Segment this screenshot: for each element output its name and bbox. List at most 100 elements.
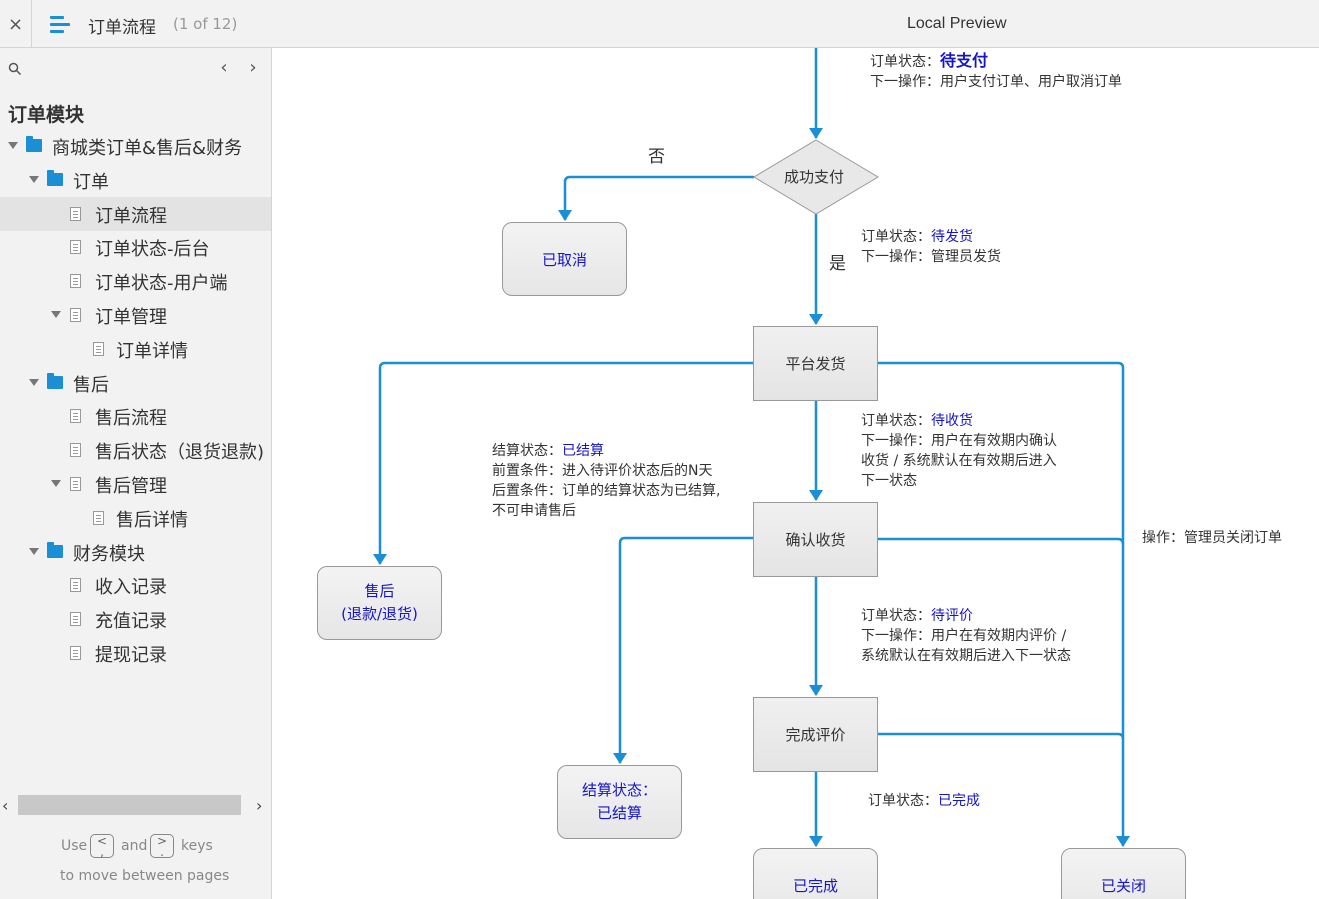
sidebar-item-label: 售后管理 (95, 476, 167, 497)
connector-settle (613, 536, 754, 764)
menu-icon[interactable] (48, 14, 72, 34)
connector-confirm-close (877, 537, 1125, 545)
settled-line1: 结算状态： (581, 781, 657, 799)
prev-key-icon: <, (90, 834, 114, 858)
module-title: 订单模块 (8, 104, 85, 126)
settled-line2: 已结算 (596, 804, 642, 822)
page-icon (70, 443, 81, 458)
sidebar-item-label: 订单管理 (95, 307, 167, 328)
sidebar: ‹ › 订单模块 商城类订单&售后&财务订单订单流程订单状态-后台订单状态-用户… (0, 48, 272, 899)
aftersale-line1: 售后 (364, 582, 395, 600)
sidebar-item[interactable]: 售后状态（退货退款) (0, 433, 271, 467)
sidebar-item-label: 财务模块 (73, 543, 145, 565)
flowchart-canvas: 订单状态：待支付 下一操作：用户支付订单、用户取消订单 否 成功支付 已取消 是… (272, 48, 1319, 899)
connector-close (877, 361, 1130, 847)
sidebar-item[interactable]: 售后流程 (0, 399, 271, 433)
node-confirm-receipt[interactable]: 确认收货 (753, 502, 878, 577)
annotation-pending-shipment: 订单状态：待发货 下一操作：管理员发货 (861, 229, 1001, 265)
sidebar-item[interactable]: 财务模块 (0, 535, 271, 569)
folder-icon (47, 541, 63, 558)
node-ship[interactable]: 平台发货 (753, 326, 878, 401)
node-aftersale[interactable]: 售后 (退款/退货) (317, 566, 442, 640)
sidebar-item-label: 提现记录 (95, 645, 167, 666)
search-icon[interactable] (8, 62, 22, 76)
close-button[interactable]: × (0, 0, 32, 48)
scroll-right-icon[interactable]: › (256, 796, 263, 815)
page-icon (70, 646, 81, 660)
page-icon (70, 477, 81, 491)
horizontal-scrollbar[interactable] (18, 795, 241, 815)
sidebar-item[interactable]: 提现记录 (0, 636, 271, 670)
node-completed[interactable]: 已完成 (753, 848, 878, 899)
annotation-pending-review: 订单状态：待评价 下一操作：用户在有效期内评价 / 系统默认在有效期后进入下一状… (861, 608, 1071, 664)
caret-down-icon[interactable] (8, 142, 18, 149)
annotation-completed: 订单状态：已完成 (868, 793, 980, 809)
sidebar-item-label: 售后详情 (116, 509, 188, 531)
sidebar-item-label: 售后流程 (95, 408, 167, 430)
sidebar-item[interactable]: 订单状态-用户端 (0, 264, 271, 298)
sidebar-item-label: 充值记录 (95, 611, 167, 633)
caret-down-icon[interactable] (51, 480, 61, 487)
preview-title: Local Preview (907, 15, 1007, 32)
connector-no (558, 175, 754, 221)
sidebar-item-label: 订单状态-后台 (95, 239, 210, 261)
top-bar: × 订单流程 (1 of 12) Local Preview (0, 0, 1319, 48)
sidebar-item-label: 售后 (73, 374, 109, 396)
page-icon (70, 409, 81, 424)
next-key-icon: >. (150, 834, 174, 858)
node-closed[interactable]: 已关闭 (1061, 848, 1186, 899)
yes-label: 是 (829, 254, 846, 274)
connector-review-close (877, 732, 1125, 740)
sidebar-item-label: 商城类订单&售后&财务 (52, 138, 243, 159)
page-title: 订单流程 (88, 18, 156, 38)
caret-down-icon[interactable] (51, 311, 61, 318)
sidebar-item-label: 订单 (73, 171, 109, 193)
page-icon (70, 240, 81, 255)
page-icon (93, 341, 104, 356)
sidebar-item[interactable]: 商城类订单&售后&财务 (0, 129, 271, 163)
previous-page-icon[interactable]: ‹ (220, 57, 228, 78)
sidebar-item[interactable]: 订单详情 (0, 332, 271, 366)
caret-down-icon[interactable] (29, 547, 39, 555)
next-page-icon[interactable]: › (249, 57, 257, 78)
sidebar-item-label: 订单详情 (116, 340, 188, 362)
decision-diamond (753, 139, 879, 215)
page-icon (70, 308, 81, 322)
aftersale-line2: (退款/退货) (341, 605, 418, 623)
node-cancelled[interactable]: 已取消 (502, 222, 627, 296)
hint-line2: to move between pages (60, 868, 230, 884)
folder-icon (47, 169, 63, 186)
sidebar-item-label: 订单流程 (95, 205, 167, 227)
sidebar-item-label: 收入记录 (95, 577, 167, 599)
page-icon (70, 206, 81, 221)
annotation-settlement: 结算状态：已结算 前置条件：进入待评价状态后的N天 后置条件：订单的结算状态为已… (492, 443, 721, 519)
sidebar-item[interactable]: 售后详情 (0, 501, 271, 535)
no-label: 否 (648, 147, 665, 167)
hint-keys: keys (181, 838, 213, 854)
page-icon (70, 612, 81, 627)
folder-icon (26, 136, 42, 152)
caret-down-icon[interactable] (29, 378, 39, 386)
page-count: (1 of 12) (173, 15, 238, 33)
folder-icon (47, 372, 63, 389)
sidebar-item[interactable]: 订单状态-后台 (0, 230, 271, 264)
sidebar-item[interactable]: 订单 (0, 163, 271, 197)
page-icon (93, 510, 104, 525)
sidebar-item[interactable]: 售后 (0, 366, 271, 400)
node-settled[interactable]: 结算状态： 已结算 (557, 765, 682, 839)
sidebar-item[interactable]: 收入记录 (0, 568, 271, 602)
sidebar-item[interactable]: 订单管理 (0, 298, 271, 332)
sidebar-item[interactable]: 充值记录 (0, 602, 271, 636)
scroll-left-icon[interactable]: ‹ (2, 796, 9, 815)
decision-label[interactable]: 成功支付 (784, 168, 845, 186)
sidebar-item-label: 售后状态（退货退款) (95, 442, 265, 464)
annotation-pending-receipt: 订单状态：待收货 下一操作：用户在有效期内确认 收货 / 系统默认在有效期后进入… (861, 413, 1057, 489)
hint-and: and (121, 838, 148, 854)
caret-down-icon[interactable] (29, 175, 39, 183)
annotation-admin-close: 操作：管理员关闭订单 (1142, 530, 1282, 546)
sidebar-item[interactable]: 售后管理 (0, 467, 271, 501)
sidebar-item[interactable]: 订单流程 (0, 196, 271, 231)
page-icon (70, 274, 81, 289)
annotation-pending-payment: 订单状态：待支付 下一操作：用户支付订单、用户取消订单 (870, 51, 1122, 90)
node-review[interactable]: 完成评价 (753, 697, 878, 772)
